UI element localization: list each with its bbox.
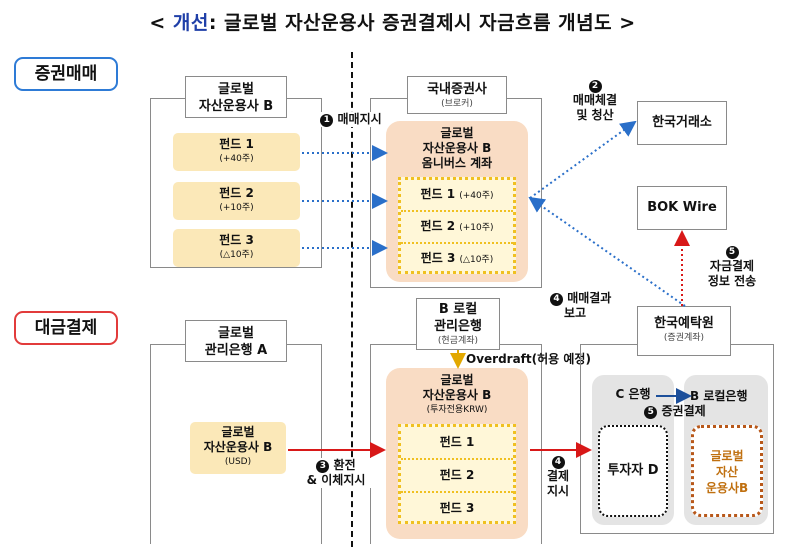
global-am-b-box: 글로벌 자산 운용사B xyxy=(691,425,763,517)
krw-account-line1: 글로벌 xyxy=(440,373,474,387)
domestic-broker-sub: (브로커) xyxy=(441,99,473,109)
omnibus-line1: 글로벌 xyxy=(440,126,474,140)
arrow-ksd-to-broker xyxy=(528,196,686,307)
fund-3-box: 펀드 3 (△10주) xyxy=(173,229,300,267)
step4-label: 4 매매결과 보고 xyxy=(550,291,628,321)
krw-fund-2: 펀드 2 xyxy=(401,460,513,493)
omnibus-fund-1: 펀드 1 (+40주) xyxy=(401,180,513,212)
omnibus-fund-1-name: 펀드 1 xyxy=(420,187,456,201)
step5-label: 5 자금결제 정보 전송 xyxy=(697,244,767,289)
step4-pay-line1: 결제 xyxy=(546,469,570,483)
krw-fund-3: 펀드 3 xyxy=(439,501,475,515)
step1-label: 1 매매지시 xyxy=(316,112,386,127)
global-custodian-line1: 글로벌 xyxy=(218,326,254,341)
domestic-broker-name: 국내증권사 xyxy=(427,82,487,97)
title-bracket-close: > xyxy=(619,12,636,34)
omnibus-fund-3-name: 펀드 3 xyxy=(420,251,456,265)
ksd-sub: (증권계좌) xyxy=(663,333,705,343)
investor-d-box: 투자자 D xyxy=(598,425,668,517)
step3-line2: & 이체지시 xyxy=(306,473,366,487)
arrow-broker-to-krx xyxy=(529,120,637,199)
securities-settlement-number: 5 xyxy=(644,406,658,419)
krw-account-line2: 자산운용사 B xyxy=(422,388,492,402)
local-custodian-line1: B 로컬 xyxy=(438,302,478,317)
global-am-usd-line2: 자산운용사 B xyxy=(203,440,273,454)
step2-label: 2 매매체결 및 청산 xyxy=(557,78,633,123)
krx-box: 한국거래소 xyxy=(637,101,727,145)
securities-settlement-label: 5 증권결제 xyxy=(636,404,714,419)
title-bracket-open: < xyxy=(149,12,166,34)
step2-line1: 매매체결 xyxy=(572,93,618,107)
step5-number: 5 xyxy=(725,246,739,259)
step4-number: 4 xyxy=(550,293,563,306)
global-am-usd-box: 글로벌 자산운용사 B (USD) xyxy=(190,422,286,474)
step4-pay-line2: 지시 xyxy=(546,484,570,498)
global-am-b-line3: 운용사B xyxy=(705,481,749,495)
fund-1-box: 펀드 1 (+40주) xyxy=(173,133,300,171)
krw-funds-box: 펀드 1 펀드 2 펀드 3 xyxy=(398,424,516,524)
omnibus-fund-2-qty: (+10주) xyxy=(459,223,494,233)
bok-wire-box: BOK Wire xyxy=(637,186,727,230)
global-am-header: 글로벌 자산운용사 B xyxy=(185,76,287,118)
omnibus-fund-3: 펀드 3 (△10주) xyxy=(401,244,513,273)
step5-line1: 자금결제 xyxy=(709,259,755,273)
fund-2-name: 펀드 2 xyxy=(219,186,254,200)
global-am-usd-line1: 글로벌 xyxy=(221,425,255,439)
fund-1-name: 펀드 1 xyxy=(219,137,254,151)
omnibus-funds-box: 펀드 1 (+40주) 펀드 2 (+10주) 펀드 3 (△10주) xyxy=(398,177,516,274)
global-am-b-line1: 글로벌 xyxy=(710,449,744,463)
local-custodian-line2: 관리은행 xyxy=(434,319,482,334)
fund-2-qty: (+10주) xyxy=(219,203,254,213)
ksd-name: 한국예탁원 xyxy=(654,316,714,331)
bank-c-label: C 은행 xyxy=(615,387,651,401)
local-custodian-sub: (현금계좌) xyxy=(437,336,479,346)
domestic-broker-header: 국내증권사 (브로커) xyxy=(407,76,507,114)
section-securities-trading: 증권매매 xyxy=(14,57,118,91)
global-am-usd-sub: (USD) xyxy=(224,457,252,467)
omnibus-line2: 자산운용사 B xyxy=(422,141,492,155)
ksd-box: 한국예탁원 (증권계좌) xyxy=(637,306,731,356)
global-am-line2: 자산운용사 B xyxy=(198,99,274,114)
omnibus-fund-1-qty: (+40주) xyxy=(459,191,494,201)
section-payment-settlement: 대금결제 xyxy=(14,311,118,345)
title-highlight: 개선 xyxy=(172,12,209,34)
securities-settlement-text: 증권결제 xyxy=(661,404,706,418)
global-custodian-line2: 관리은행 A xyxy=(204,343,268,358)
step1-number: 1 xyxy=(320,114,334,127)
omnibus-fund-2-name: 펀드 2 xyxy=(420,219,456,233)
global-am-line1: 글로벌 xyxy=(218,82,254,97)
page-title: < 개선: 글로벌 자산운용사 증권결제시 자금흐름 개념도 > xyxy=(0,8,785,35)
b-local-bank-label: B 로컬은행 xyxy=(690,389,748,403)
step2-number: 2 xyxy=(588,80,602,93)
krw-account-title: 글로벌 자산운용사 B (투자전용KRW) xyxy=(386,373,528,418)
step3-label: 3 환전 & 이체지시 xyxy=(296,458,376,488)
omnibus-line3: 옴니버스 계좌 xyxy=(421,156,493,170)
step5-line2: 정보 전송 xyxy=(707,274,757,288)
step4-pay-number: 4 xyxy=(551,456,565,469)
local-custodian-box: B 로컬 관리은행 (현금계좌) xyxy=(416,298,500,350)
step4-pay-label: 4 결제 지시 xyxy=(541,454,575,499)
omnibus-fund-3-qty: (△10주) xyxy=(459,255,494,265)
global-custodian-header: 글로벌 관리은행 A xyxy=(185,320,287,362)
fund-3-name: 펀드 3 xyxy=(219,233,254,247)
step3-number: 3 xyxy=(316,460,330,473)
omnibus-fund-2: 펀드 2 (+10주) xyxy=(401,212,513,244)
overdraft-label: Overdraft(허용 예정) xyxy=(466,352,591,366)
fund-2-box: 펀드 2 (+10주) xyxy=(173,182,300,220)
step2-line2: 및 청산 xyxy=(576,108,614,122)
global-am-b-line2: 자산 xyxy=(715,465,739,479)
omnibus-account-title: 글로벌 자산운용사 B 옴니버스 계좌 xyxy=(386,126,528,171)
fund-1-qty: (+40주) xyxy=(219,154,254,164)
fund-3-qty: (△10주) xyxy=(219,250,254,260)
krw-account-sub: (투자전용KRW) xyxy=(426,405,488,415)
center-divider xyxy=(351,52,353,547)
step1-text: 매매지시 xyxy=(337,112,382,126)
step4-line2: 보고 xyxy=(564,306,587,320)
krw-fund-1: 펀드 1 xyxy=(401,427,513,460)
step4-line1: 매매결과 xyxy=(567,291,612,305)
step3-line1: 환전 xyxy=(333,458,356,472)
title-text: : 글로벌 자산운용사 증권결제시 자금흐름 개념도 xyxy=(208,12,613,34)
